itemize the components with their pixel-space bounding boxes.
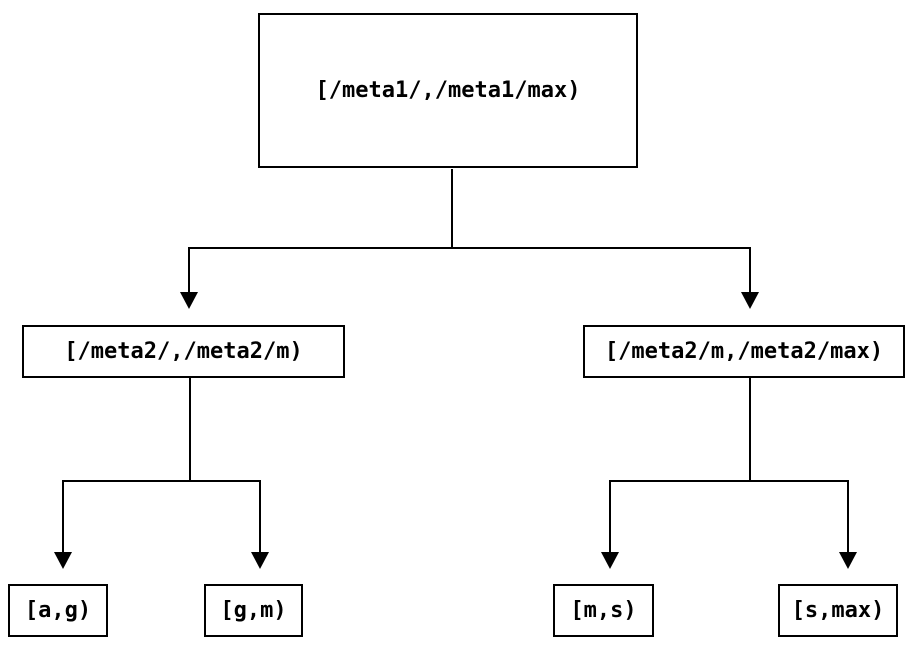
edge-root-children xyxy=(188,169,751,292)
arrowhead-to-right xyxy=(741,292,759,309)
arrowhead-to-leaf-ag xyxy=(54,552,72,569)
tree-node-leaf-ms-label: [m,s) xyxy=(570,598,637,623)
tree-node-leaf-smax-label: [s,max) xyxy=(791,598,885,623)
arrowhead-to-leaf-smax xyxy=(839,552,857,569)
tree-node-leaf-gm: [g,m) xyxy=(204,584,303,637)
tree-node-right: [/meta2/m,/meta2/max) xyxy=(583,325,905,378)
arrowhead-to-leaf-ms xyxy=(601,552,619,569)
tree-node-right-label: [/meta2/m,/meta2/max) xyxy=(604,339,884,364)
tree-node-root: [/meta1/,/meta1/max) xyxy=(258,13,638,168)
edge-right-children xyxy=(609,378,849,552)
arrowhead-to-leaf-gm xyxy=(251,552,269,569)
tree-node-left-label: [/meta2/,/meta2/m) xyxy=(64,339,303,364)
tree-node-leaf-gm-label: [g,m) xyxy=(220,598,287,623)
arrowhead-to-left xyxy=(180,292,198,309)
tree-node-leaf-ms: [m,s) xyxy=(553,584,654,637)
tree-node-root-label: [/meta1/,/meta1/max) xyxy=(315,78,581,103)
tree-node-left: [/meta2/,/meta2/m) xyxy=(22,325,345,378)
edge-left-children xyxy=(62,378,261,552)
tree-node-leaf-ag: [a,g) xyxy=(8,584,108,637)
tree-node-leaf-smax: [s,max) xyxy=(778,584,898,637)
tree-node-leaf-ag-label: [a,g) xyxy=(24,598,92,623)
